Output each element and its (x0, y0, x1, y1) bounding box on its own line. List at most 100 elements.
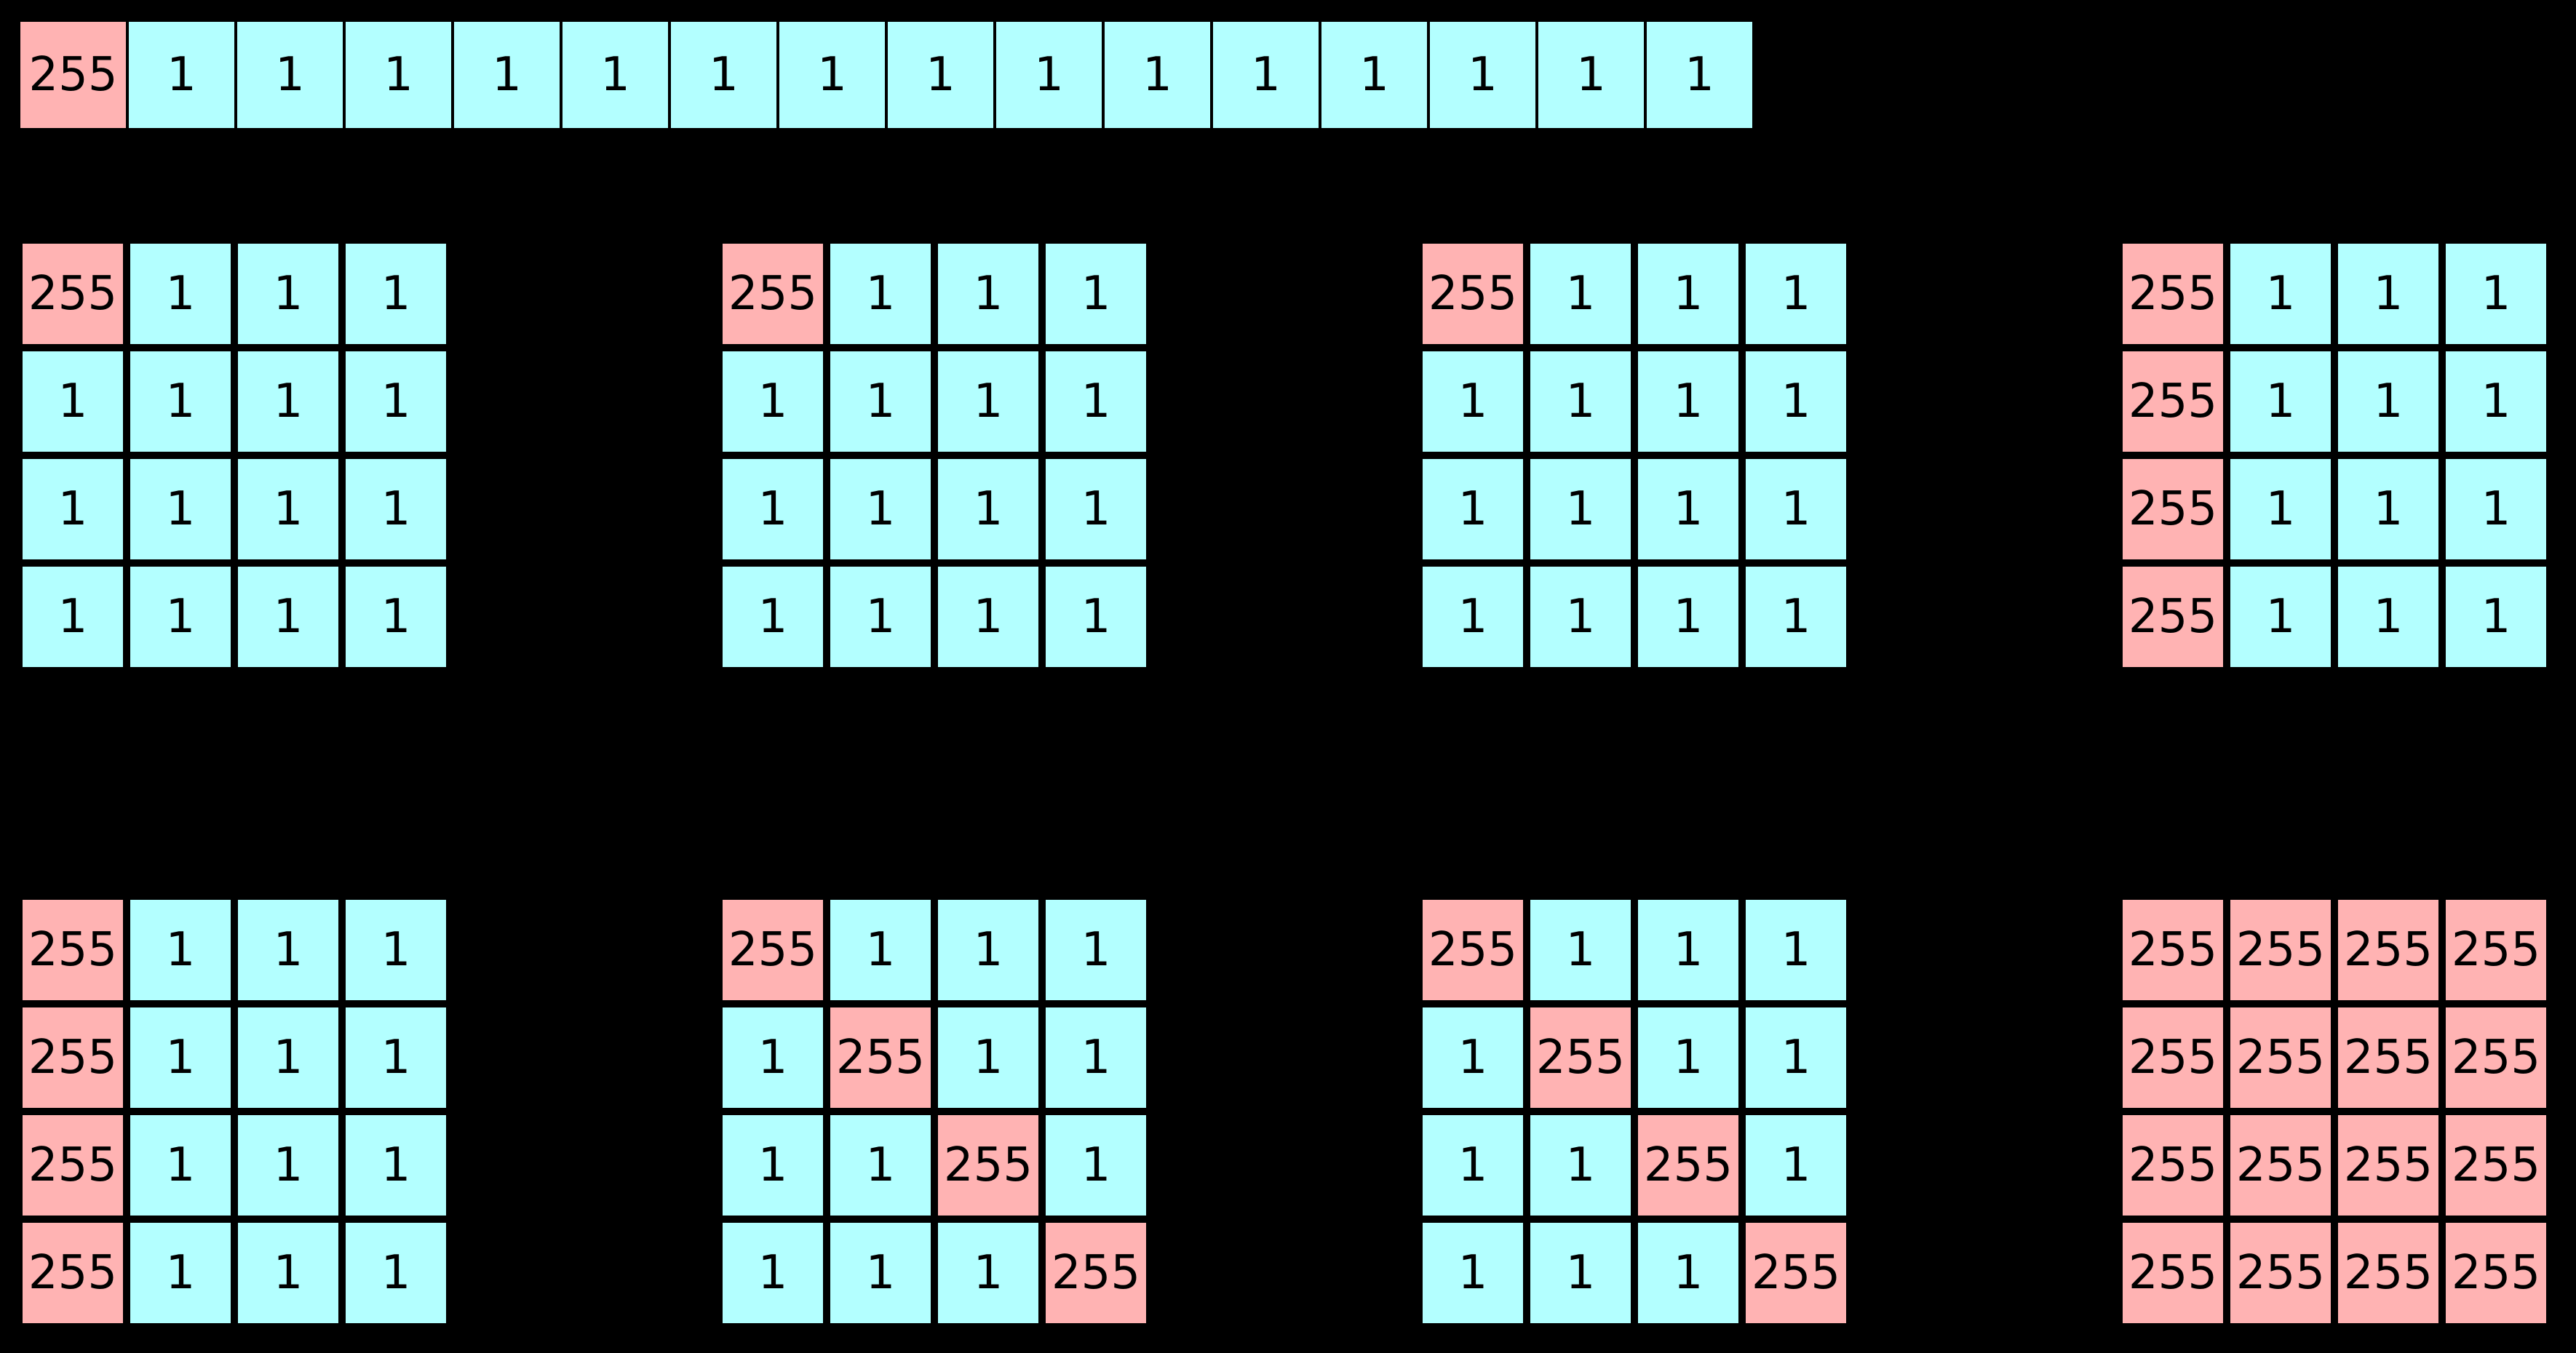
grid-cell: 255 (2227, 896, 2334, 1004)
grid-cell: 1 (1742, 455, 1850, 563)
pixel-cell: 1 (1320, 20, 1428, 129)
grid-cell: 1 (1634, 1004, 1742, 1111)
pixel-cell: 1 (453, 20, 561, 129)
grid-cell: 1 (934, 455, 1042, 563)
grid-cell: 1 (2227, 563, 2334, 671)
grid-cell: 1 (934, 240, 1042, 348)
grid-cell: 1 (827, 1219, 934, 1327)
grid-cell: 1 (127, 1004, 234, 1111)
grid-cell: 1 (1527, 1111, 1634, 1219)
grid-cell: 255 (2334, 896, 2442, 1004)
grid-cell: 1 (234, 563, 342, 671)
grid-cell: 1 (234, 1219, 342, 1327)
grid-cell: 1 (1742, 1111, 1850, 1219)
grid-cell: 1 (827, 455, 934, 563)
pixel-cell: 1 (995, 20, 1103, 129)
grid-cell: 1 (934, 1004, 1042, 1111)
grid-cell: 255 (2119, 1219, 2227, 1327)
grid-cell: 1 (2442, 563, 2550, 671)
grid-cell: 1 (127, 455, 234, 563)
grid-cell: 1 (1527, 348, 1634, 455)
grid-cell: 1 (1042, 240, 1150, 348)
grid-cell: 1 (1419, 563, 1527, 671)
grid-cell: 255 (2119, 348, 2227, 455)
grid-cell: 1 (2442, 455, 2550, 563)
grid-cell: 255 (2119, 896, 2227, 1004)
grid-cell: 1 (234, 1111, 342, 1219)
grid-cell: 1 (2227, 455, 2334, 563)
pixel-cell: 1 (127, 20, 236, 129)
grid-cell: 1 (1419, 1004, 1527, 1111)
grid-cell: 255 (2442, 1111, 2550, 1219)
grid-cell: 255 (827, 1004, 934, 1111)
grid-cell: 1 (1527, 896, 1634, 1004)
grid-cell: 1 (719, 563, 827, 671)
pixel-cell: 1 (1428, 20, 1537, 129)
grid-cell: 1 (127, 348, 234, 455)
grid-cell: 1 (827, 1111, 934, 1219)
pixel-cell: 1 (1537, 20, 1645, 129)
grid-cell: 1 (342, 563, 450, 671)
grid-cell: 1 (827, 563, 934, 671)
pixel-cell: 1 (1212, 20, 1320, 129)
grid-cell: 1 (2442, 240, 2550, 348)
grid-cell: 255 (19, 896, 127, 1004)
grid-cell: 1 (127, 240, 234, 348)
grid-cell: 1 (127, 563, 234, 671)
grid-cell: 255 (2442, 1004, 2550, 1111)
grid-cell: 1 (234, 1004, 342, 1111)
grid-cell: 1 (719, 348, 827, 455)
grid-cell: 255 (719, 240, 827, 348)
grid-cell: 1 (342, 1111, 450, 1219)
grid-cell: 255 (19, 1111, 127, 1219)
grid-cell: 1 (2227, 240, 2334, 348)
grid-cell: 1 (127, 1111, 234, 1219)
grid-cell: 1 (1042, 563, 1150, 671)
grid-cell: 1 (934, 348, 1042, 455)
grid-cell: 1 (234, 455, 342, 563)
grid-cell: 1 (1419, 1111, 1527, 1219)
grid-cell: 255 (19, 240, 127, 348)
grid-cell: 1 (719, 1111, 827, 1219)
pixel-cell: 1 (886, 20, 995, 129)
grid-cell: 1 (1527, 1219, 1634, 1327)
grid-cell: 1 (342, 240, 450, 348)
grid-cell: 255 (2119, 1004, 2227, 1111)
grid-cell: 255 (2334, 1111, 2442, 1219)
grid-cell: 255 (719, 896, 827, 1004)
grid-cell: 1 (19, 563, 127, 671)
grid-cell: 255 (2442, 1219, 2550, 1327)
grid-cell: 255 (2227, 1111, 2334, 1219)
grid-cell: 1 (1419, 455, 1527, 563)
grid-cell: 1 (234, 240, 342, 348)
grid-cell: 1 (342, 1219, 450, 1327)
grid-cell: 1 (719, 1004, 827, 1111)
pixel-cell: 1 (669, 20, 778, 129)
grid-cell: 1 (1742, 240, 1850, 348)
grid-cell: 1 (234, 896, 342, 1004)
grid-cell: 1 (1634, 348, 1742, 455)
grid-cell: 1 (827, 896, 934, 1004)
grid-cell: 255 (1042, 1219, 1150, 1327)
grid-cell: 1 (2334, 563, 2442, 671)
grid-cell: 255 (2334, 1004, 2442, 1111)
grid-cell: 1 (1527, 240, 1634, 348)
pixel-cell: 1 (1645, 20, 1754, 129)
grid-cell: 1 (1527, 455, 1634, 563)
grid-cell: 1 (342, 896, 450, 1004)
grid-cell: 1 (1742, 563, 1850, 671)
grid-cell: 1 (1042, 348, 1150, 455)
grid-cell: 1 (1042, 896, 1150, 1004)
grid-cell: 255 (2334, 1219, 2442, 1327)
pixel-cell: 1 (344, 20, 453, 129)
grid-cell: 1 (342, 1004, 450, 1111)
